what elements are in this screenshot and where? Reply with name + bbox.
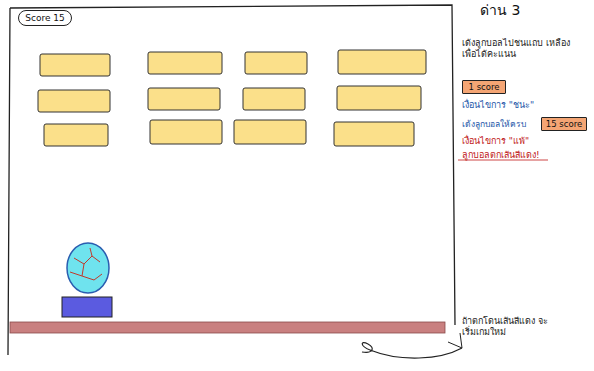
score-badge: Score 15 — [18, 10, 72, 26]
rule-text: เงื่อนไขการ "ชนะ" — [462, 100, 582, 111]
note-text: ถ้าตกโดนเส้นสีแดง จะเริ่มเกมใหม่ — [462, 316, 554, 339]
yellow-brick — [234, 120, 306, 144]
yellow-brick — [148, 88, 220, 110]
level-title: ด่าน 3 — [480, 2, 520, 20]
score-tag: 1 score — [462, 80, 506, 94]
yellow-brick — [40, 54, 110, 76]
yellow-brick — [150, 120, 222, 144]
yellow-brick — [334, 122, 414, 146]
yellow-brick — [148, 52, 222, 74]
brick-group — [38, 50, 426, 146]
yellow-brick — [337, 86, 421, 110]
ball-crack — [70, 248, 102, 280]
red-line — [10, 322, 445, 333]
rule-text: ลูกบอลตกเส้นสีแดง! — [462, 150, 582, 161]
yellow-brick — [44, 124, 108, 146]
score-tag: 15 score — [541, 117, 587, 131]
rule-text: เงื่อนไขการ "แพ้" — [462, 136, 582, 147]
rule-text: เด้งลูกบอลให้ครบ — [462, 119, 540, 130]
rule-text: เด้งลูกบอลไปชนแถบ เหลือง เพื่อได้คะแนน — [462, 38, 584, 61]
yellow-brick — [245, 52, 307, 74]
yellow-brick — [38, 90, 110, 112]
score-text: Score 15 — [25, 13, 65, 23]
score-text: 15 score — [546, 119, 582, 129]
leader-line — [362, 343, 462, 358]
leader-tick — [448, 333, 462, 348]
paddle — [62, 297, 112, 317]
yellow-brick — [243, 88, 305, 110]
ball — [67, 243, 109, 293]
game-frame — [8, 5, 455, 355]
score-text: 1 score — [469, 82, 500, 92]
yellow-brick — [338, 50, 426, 74]
